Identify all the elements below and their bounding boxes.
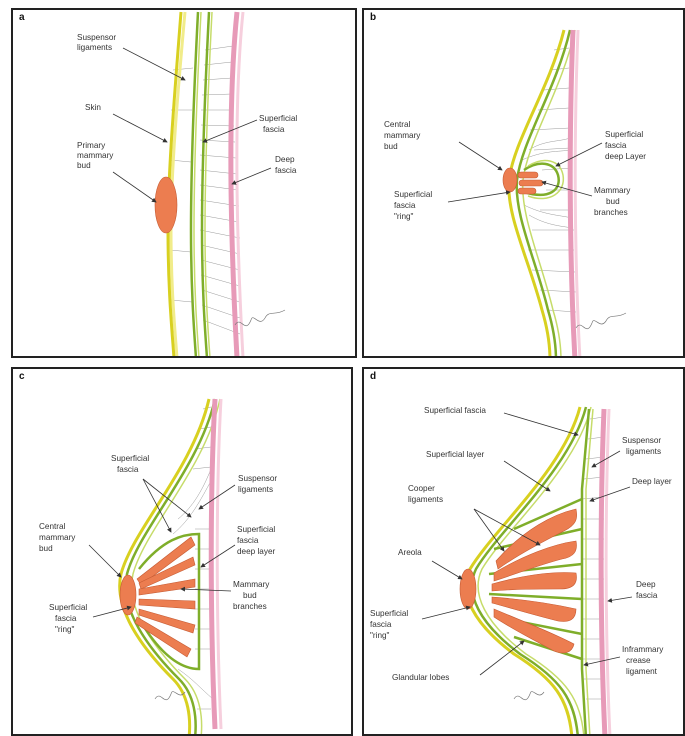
- svg-text:ligament: ligament: [626, 667, 658, 676]
- label-sf-deep-layer-b: Superficial: [605, 130, 643, 139]
- label-superficial-fascia-a: Superficial: [259, 114, 297, 123]
- svg-text:fascia: fascia: [237, 536, 259, 545]
- svg-text:fascia: fascia: [275, 166, 297, 175]
- label-suspensor-a: Suspensor: [77, 33, 116, 42]
- svg-text:crease: crease: [626, 656, 651, 665]
- label-central-bud-b: Central: [384, 120, 411, 129]
- svg-text:fascia: fascia: [636, 591, 658, 600]
- panel-a: a Suspe: [11, 8, 357, 358]
- label-sf-ring-b: Superficial: [394, 190, 432, 199]
- svg-text:"ring": "ring": [55, 625, 75, 634]
- diagram-c: Superficial fascia Suspensor ligaments S…: [13, 369, 353, 736]
- label-areola-d: Areola: [398, 548, 422, 557]
- deep-fascia-c: [211, 399, 215, 729]
- primary-mammary-bud: [155, 177, 177, 233]
- label-superficial-fascia-d: Superficial fascia: [424, 406, 486, 415]
- label-superficial-layer-d: Superficial layer: [426, 450, 485, 459]
- label-suspensor-d: Suspensor: [622, 436, 661, 445]
- bud-branch: [519, 180, 543, 186]
- svg-text:fascia: fascia: [263, 125, 285, 134]
- label-glandular-d: Glandular lobes: [392, 673, 449, 682]
- label-inframammary-d: Inframmary: [622, 645, 664, 654]
- diagram-d: Superficial fascia Suspensor ligaments S…: [364, 369, 685, 736]
- label-deep-fascia-d: Deep: [636, 580, 656, 589]
- lobe: [139, 599, 195, 609]
- label-sf-ring-d: Superficial: [370, 609, 408, 618]
- label-primary-bud: Primary: [77, 141, 106, 150]
- svg-text:bud: bud: [606, 197, 620, 206]
- svg-text:mammary: mammary: [39, 533, 76, 542]
- signature-b: [576, 313, 626, 329]
- svg-text:"ring": "ring": [394, 212, 414, 221]
- label-suspensor-c: Suspensor: [238, 474, 277, 483]
- svg-text:"ring": "ring": [370, 631, 390, 640]
- svg-text:bud: bud: [243, 591, 257, 600]
- svg-text:deep layer: deep layer: [237, 547, 276, 556]
- label-deep-fascia-a: Deep: [275, 155, 295, 164]
- svg-text:bud: bud: [384, 142, 398, 151]
- svg-text:ligaments: ligaments: [238, 485, 273, 494]
- label-cooper-d: Cooper: [408, 484, 435, 493]
- bud-branch: [518, 188, 536, 194]
- diagram-a: Suspensor ligaments Skin Primary mammary…: [13, 10, 357, 358]
- label-central-bud-c: Central: [39, 522, 66, 531]
- svg-text:bud: bud: [77, 161, 91, 170]
- signature-c: [155, 692, 185, 700]
- svg-text:ligaments: ligaments: [77, 43, 112, 52]
- label-skin-a: Skin: [85, 103, 101, 112]
- panel-c: c S: [11, 367, 353, 736]
- svg-text:fascia: fascia: [394, 201, 416, 210]
- label-bud-branches-c: Mammary: [233, 580, 270, 589]
- panel-d: d: [362, 367, 685, 736]
- signature-d: [514, 692, 544, 700]
- label-superficial-fascia-c: Superficial: [111, 454, 149, 463]
- svg-text:mammary: mammary: [384, 131, 421, 140]
- svg-text:fascia: fascia: [370, 620, 392, 629]
- svg-text:ligaments: ligaments: [408, 495, 443, 504]
- central-mammary-bud-b: [503, 168, 517, 192]
- svg-text:bud: bud: [39, 544, 53, 553]
- areola: [460, 569, 476, 609]
- bud-branch: [518, 172, 538, 178]
- svg-text:ligaments: ligaments: [626, 447, 661, 456]
- diagram-b: Central mammary bud Superficial fascia d…: [364, 10, 685, 358]
- label-sf-ring-c: Superficial: [49, 603, 87, 612]
- svg-text:fascia: fascia: [605, 141, 627, 150]
- svg-text:branches: branches: [233, 602, 267, 611]
- panel-b: b Central mammary: [362, 8, 685, 358]
- deep-fascia-d: [601, 409, 605, 736]
- svg-text:deep Layer: deep Layer: [605, 152, 646, 161]
- label-deep-layer-d: Deep layer: [632, 477, 672, 486]
- label-bud-branches-b: Mammary: [594, 186, 631, 195]
- svg-text:fascia: fascia: [55, 614, 77, 623]
- svg-text:branches: branches: [594, 208, 628, 217]
- svg-text:fascia: fascia: [117, 465, 139, 474]
- label-sf-deep-layer-c: Superficial: [237, 525, 275, 534]
- svg-text:mammary: mammary: [77, 151, 114, 160]
